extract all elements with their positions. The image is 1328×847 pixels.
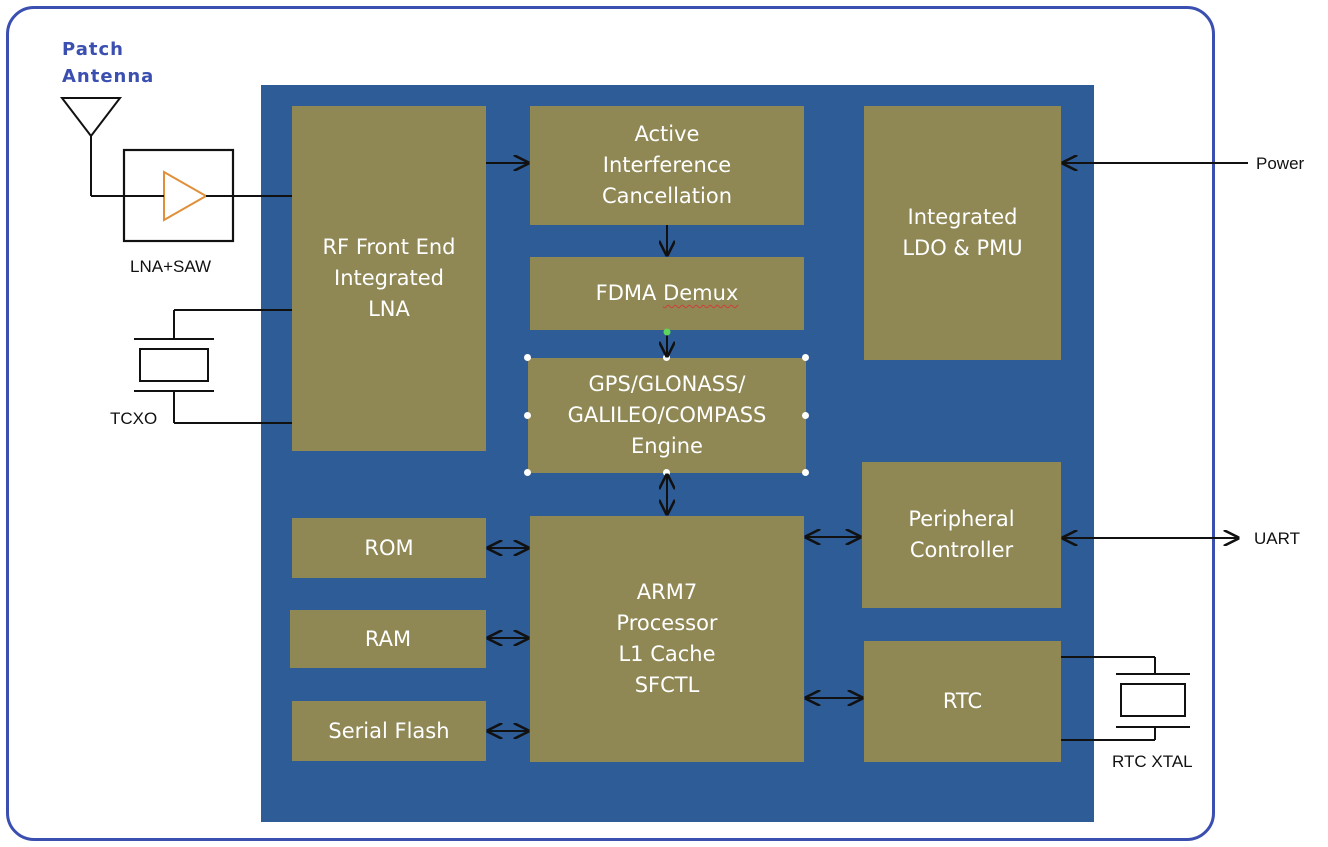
selection-handle[interactable] xyxy=(802,469,809,476)
selection-handle[interactable] xyxy=(524,354,531,361)
peripheral-controller-block: Peripheral Controller xyxy=(862,462,1061,608)
patch-antenna-icon xyxy=(59,97,124,197)
patch-antenna-label: Patch Antenna xyxy=(62,39,155,87)
arm7-processor-block: ARM7 Processor L1 Cache SFCTL xyxy=(530,516,804,762)
uart-label: UART xyxy=(1254,529,1300,548)
gnss-engine-block[interactable]: GPS/GLONASS/ GALILEO/COMPASS Engine xyxy=(528,358,806,473)
rtc-xtal-label: RTC XTAL xyxy=(1112,752,1193,771)
fdma-label: FDMA Demux xyxy=(596,278,739,309)
rom-label: ROM xyxy=(364,535,414,560)
active-interference-cancellation-block: Active Interference Cancellation xyxy=(530,106,804,225)
fdma-label-prefix: FDMA xyxy=(595,281,664,305)
selection-handle[interactable] xyxy=(663,469,670,476)
ram-label: RAM xyxy=(364,626,412,651)
serial-flash-block: Serial Flash xyxy=(292,701,486,761)
rf-front-end-block: RF Front End Integrated LNA xyxy=(292,106,486,451)
selection-handle[interactable] xyxy=(802,412,809,419)
rtc-label: RTC xyxy=(942,689,983,713)
arm7-label: ARM7 Processor L1 Cache SFCTL xyxy=(616,580,718,697)
power-label: Power xyxy=(1256,154,1305,173)
fdma-demux-block: FDMA Demux xyxy=(530,257,804,330)
selection-handle[interactable] xyxy=(524,469,531,476)
signal-arrows xyxy=(486,163,1248,731)
gnss-engine-label: GPS/GLONASS/ GALILEO/COMPASS Engine xyxy=(567,372,767,458)
lna-saw-label: LNA+SAW xyxy=(130,257,212,276)
tcxo-crystal-icon xyxy=(134,309,292,424)
ldo-pmu-label: Integrated LDO & PMU xyxy=(902,205,1023,260)
peripheral-label: Peripheral Controller xyxy=(908,507,1015,562)
rotation-handle xyxy=(663,328,671,336)
selection-handle[interactable] xyxy=(802,354,809,361)
aic-label: Active Interference Cancellation xyxy=(601,122,733,208)
ram-block: RAM xyxy=(290,610,486,668)
rtc-block: RTC xyxy=(864,641,1061,762)
selection-handle[interactable] xyxy=(524,412,531,419)
fdma-label-demux: Demux xyxy=(663,281,739,305)
rtc-xtal-icon xyxy=(1061,656,1190,741)
outer-frame xyxy=(6,6,1215,841)
rf-front-end-label: RF Front End Integrated LNA xyxy=(322,235,456,321)
ldo-pmu-block: Integrated LDO & PMU xyxy=(864,106,1061,360)
tcxo-label: TCXO xyxy=(110,409,158,428)
lna-saw-icon xyxy=(122,148,292,243)
rom-block: ROM xyxy=(292,518,486,578)
serial-flash-label: Serial Flash xyxy=(328,718,450,743)
